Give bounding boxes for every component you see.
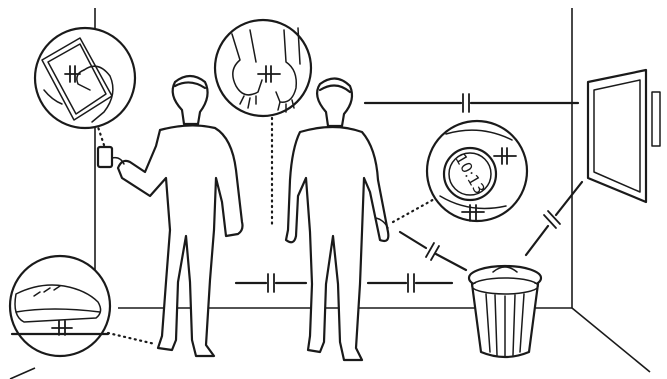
television-icon bbox=[588, 70, 660, 202]
hands-callout bbox=[215, 20, 311, 116]
hand-icon bbox=[215, 20, 311, 116]
phone-callout bbox=[35, 28, 135, 128]
person-with-watch bbox=[286, 78, 388, 360]
shoe-icon bbox=[10, 256, 110, 356]
watch-icon: 10:13 bbox=[444, 148, 496, 200]
watch-callout: 10:13 bbox=[427, 121, 527, 221]
shoe-callout bbox=[10, 256, 110, 356]
trash-bin-icon bbox=[469, 266, 541, 357]
person-with-phone bbox=[98, 76, 243, 356]
separation-lines bbox=[236, 94, 582, 292]
smartphone-icon bbox=[98, 147, 112, 167]
